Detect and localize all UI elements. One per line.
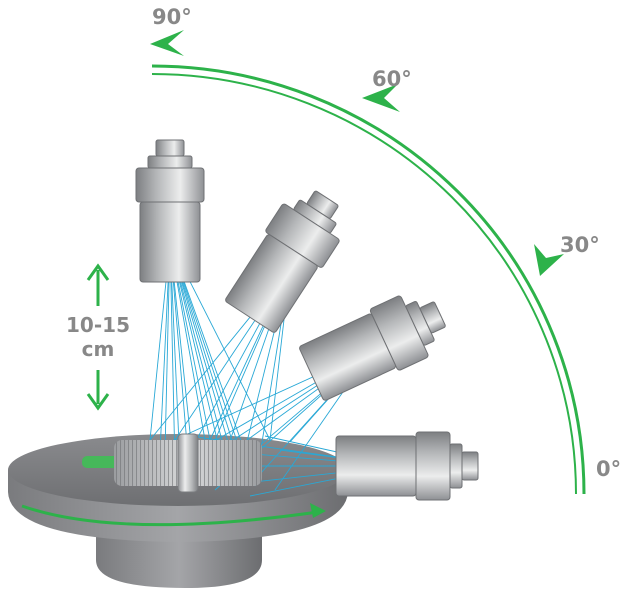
distance-arrow-down-icon	[86, 393, 110, 411]
camera-60-icon	[225, 190, 340, 333]
threaded-sensor-icon	[82, 433, 262, 493]
distance-label-value: 10-15	[66, 313, 130, 337]
camera-lens	[461, 451, 479, 481]
arrow-90-icon	[150, 30, 184, 56]
camera-0-icon	[335, 431, 479, 501]
camera-body	[299, 313, 397, 401]
rotation-arrow-head	[310, 503, 326, 518]
camera-90-icon	[135, 139, 205, 283]
camera-nut	[415, 431, 451, 501]
camera-body	[335, 435, 417, 497]
arc-outer	[151, 64, 586, 495]
camera-nut	[135, 167, 205, 203]
arc-inner	[151, 73, 577, 495]
camera-30-icon	[299, 295, 446, 401]
angle-label-0: 0°	[596, 457, 621, 481]
distance-indicator: 10-15 cm	[66, 263, 130, 411]
rotary-platform	[8, 434, 348, 588]
camera-collar	[449, 443, 463, 489]
camera-collar	[147, 155, 193, 169]
camera-body	[139, 201, 201, 283]
arrow-30-icon	[534, 244, 564, 276]
distance-label-unit: cm	[82, 337, 115, 361]
sensor-pin	[82, 456, 122, 468]
angle-label-60: 60°	[372, 67, 412, 91]
angle-label-30: 30°	[560, 233, 600, 257]
distance-arrow-up-icon	[86, 263, 110, 281]
arrow-60-icon	[362, 84, 400, 112]
angle-label-90: 90°	[152, 5, 192, 29]
angle-arc	[151, 64, 586, 495]
camera-body	[225, 234, 318, 333]
camera-lens	[155, 139, 185, 157]
sensor-nut	[177, 433, 199, 493]
rotation-arrow-icon	[21, 504, 319, 527]
